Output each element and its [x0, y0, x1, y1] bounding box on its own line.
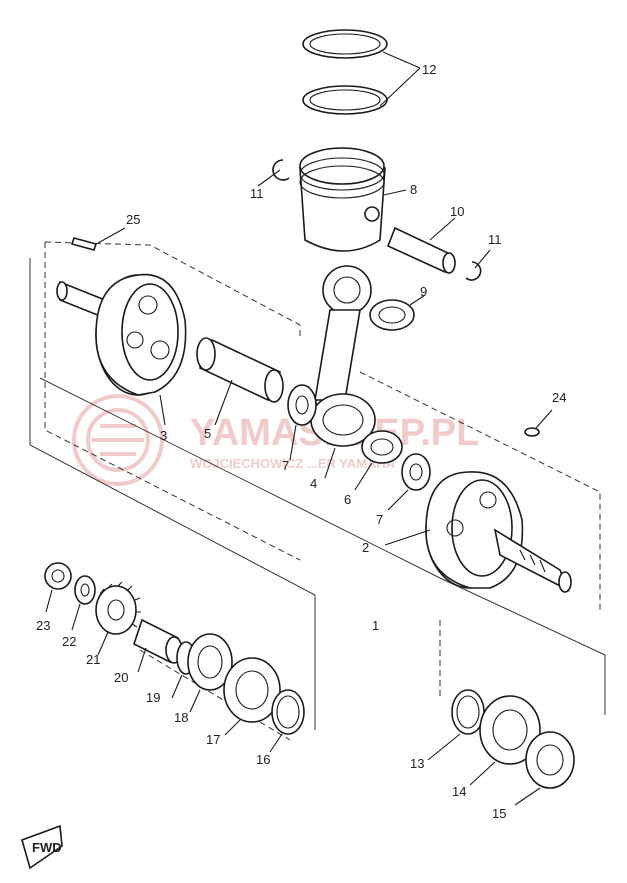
piston	[299, 147, 407, 252]
circlips	[257, 159, 491, 281]
callout-12: 12	[422, 62, 436, 77]
callout-8: 8	[410, 182, 417, 197]
callout-22: 22	[62, 634, 76, 649]
callout-4: 4	[310, 476, 317, 491]
callout-3: 3	[160, 428, 167, 443]
thrust-washers	[287, 384, 431, 511]
callout-1: 1	[372, 618, 379, 633]
callout-20: 20	[114, 670, 128, 685]
callout-5: 5	[204, 426, 211, 441]
callout-13: 13	[410, 756, 424, 771]
callout-6: 6	[344, 492, 351, 507]
right-side-parts	[427, 689, 575, 806]
callout-7b: 7	[376, 512, 383, 527]
watermark-subtitle: WOJCIECHOWICZ ...ER YAMAHA	[190, 456, 396, 471]
fwd-arrow: FWD	[21, 824, 63, 870]
callout-14: 14	[452, 784, 466, 799]
assembly-guide-lines	[29, 241, 606, 741]
fwd-label: FWD	[32, 840, 62, 855]
piston-pin	[386, 217, 456, 274]
key	[524, 409, 553, 437]
watermark: YAMASKLEP.PL WOJCIECHOWICZ ...ER YAMAHA	[72, 394, 479, 486]
left-side-parts	[44, 562, 305, 753]
callout-17: 17	[206, 732, 220, 747]
right-crank-half	[384, 471, 572, 593]
callout-25: 25	[126, 212, 140, 227]
callout-19: 19	[146, 690, 160, 705]
small-end-bearing	[369, 294, 426, 331]
piston-rings	[302, 29, 421, 115]
callout-9: 9	[420, 284, 427, 299]
crank-pin	[196, 337, 284, 426]
callout-10: 10	[450, 204, 464, 219]
watermark-logo-icon	[72, 394, 164, 486]
big-end-bearing	[354, 430, 403, 491]
callout-21: 21	[86, 652, 100, 667]
callout-23: 23	[36, 618, 50, 633]
callout-16: 16	[256, 752, 270, 767]
left-crank-half	[56, 273, 187, 426]
woodruff-key	[70, 227, 126, 251]
callout-11a: 11	[250, 186, 264, 201]
callout-2: 2	[362, 540, 369, 555]
callout-11b: 11	[488, 232, 502, 247]
callout-7a: 7	[282, 458, 289, 473]
callout-15: 15	[492, 806, 506, 821]
callout-18: 18	[174, 710, 188, 725]
callout-24: 24	[552, 390, 566, 405]
callout-labels: 1 2 3 4 5 6 7 7 8 9 10 11 11 12 13 14 15…	[36, 62, 566, 821]
connecting-rod	[310, 265, 376, 479]
